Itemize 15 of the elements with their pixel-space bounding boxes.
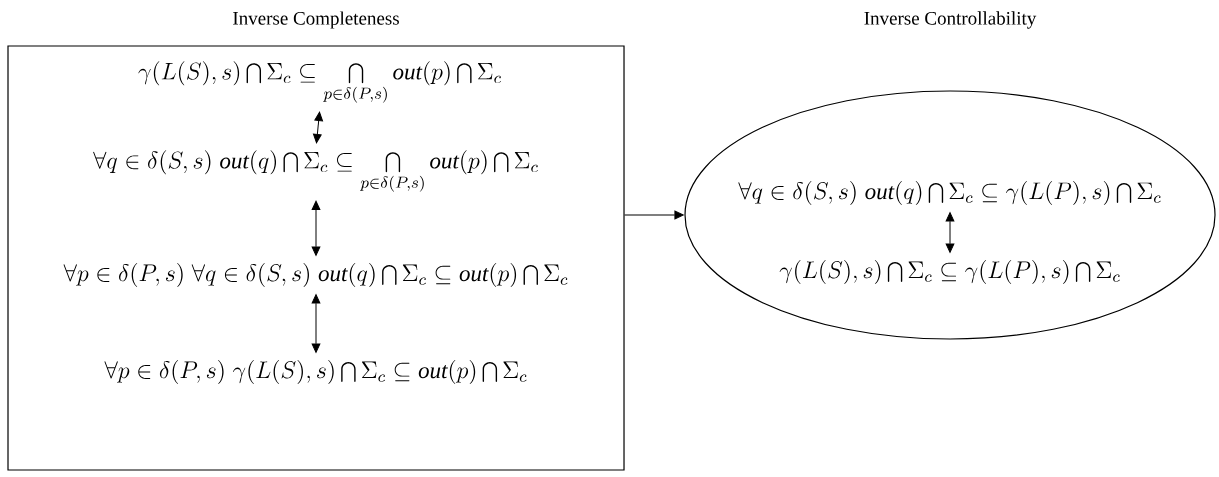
formula: $\forall p\in\delta(P,s)\;\gamma(L(S),s)\bigcap\Sigma_c\subseteq\mathit{out}(p)\bigcap\Sigma_c$ <box>104 360 527 384</box>
ellipse-shape <box>684 90 1216 340</box>
arrow <box>311 200 321 256</box>
arrow <box>945 212 955 253</box>
heading: Inverse Completeness <box>233 11 399 29</box>
formula: $\gamma(L(S),s)\bigcap\Sigma_c\subseteq\bigcap\limits_{p\in\delta(P,s)}\mathit{out}(p)\bigcap\Sigma_c$ <box>138 61 501 103</box>
arrow <box>311 294 321 353</box>
arrow <box>624 210 684 220</box>
arrow <box>313 111 324 144</box>
formula: $\forall q\in\delta(S,s)\;\mathit{out}(q)\bigcap\Sigma_c\subseteq\bigcap\limits_{p\in\delta(P,s)}\mathit{out}(p)\bigcap\Sigma_c$ <box>93 150 538 192</box>
panel-box <box>7 45 625 471</box>
formula: $\gamma(L(S),s)\bigcap\Sigma_c\subseteq\gamma(L(P),s)\bigcap\Sigma_c$ <box>779 260 1120 284</box>
formula: $\forall p\in\delta(P,s)\;\forall q\in\delta(S,s)\;\mathit{out}(q)\bigcap\Sigma_c\subseteq\mathit{out}(p)\bigcap\Sigma_c$ <box>63 263 568 287</box>
heading: Inverse Controllability <box>864 11 1037 29</box>
formula: $\forall q\in\delta(S,s)\;\mathit{out}(q)\bigcap\Sigma_c\subseteq\gamma(L(P),s)\bigcap\Sigma_c$ <box>738 181 1161 205</box>
